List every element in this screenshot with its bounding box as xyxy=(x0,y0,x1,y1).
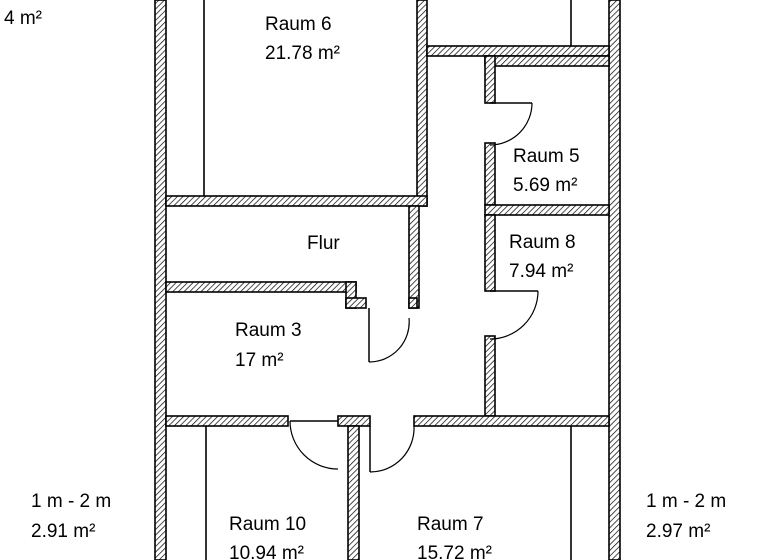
raum6-area: 21.78 m² xyxy=(265,43,340,64)
wall-flur-right-stub xyxy=(408,297,418,309)
wall-top-right-bottom xyxy=(426,45,610,57)
wall-raum10-raum7-divider xyxy=(347,425,360,560)
wall-raum3-bottom-right xyxy=(413,415,610,427)
right-area-label: 2.97 m² xyxy=(646,521,710,542)
wall-raum3-bottom-middle xyxy=(337,415,371,427)
wall-flur-bottom xyxy=(165,281,357,293)
wall-raum5-top xyxy=(484,55,610,67)
wall-raum5-left-upper xyxy=(484,55,496,104)
left-area-label: 2.91 m² xyxy=(31,521,95,542)
right-height-label: 1 m - 2 m xyxy=(646,491,726,512)
raum7-name: Raum 7 xyxy=(417,514,484,535)
walls xyxy=(154,0,621,560)
outer-wall-left xyxy=(154,0,167,560)
outer-wall-right xyxy=(608,0,621,560)
flur-name: Flur xyxy=(307,233,340,254)
raum5-name: Raum 5 xyxy=(513,146,580,167)
top-left-area-label: 4 m² xyxy=(4,8,42,29)
raum5-area: 5.69 m² xyxy=(513,175,577,196)
raum10-name: Raum 10 xyxy=(229,514,306,535)
raum8-area: 7.94 m² xyxy=(509,261,573,282)
raum3-name: Raum 3 xyxy=(235,320,302,341)
door-raum3 xyxy=(368,308,410,363)
wall-raum6-bottom xyxy=(165,195,428,207)
wall-raum8-left-lower xyxy=(484,335,496,417)
raum3-area: 17 m² xyxy=(235,350,284,371)
door-raum8 xyxy=(489,290,539,340)
raum7-area: 15.72 m² xyxy=(417,543,492,560)
wall-flur-right-post xyxy=(408,205,420,309)
wall-raum8-left-upper xyxy=(484,214,496,292)
wall-flur-notch-bottom xyxy=(345,297,367,309)
raum8-name: Raum 8 xyxy=(509,232,576,253)
wall-raum5-raum8-divider xyxy=(484,204,610,216)
raum10-area: 10.94 m² xyxy=(229,543,304,560)
wall-raum6-right xyxy=(416,0,428,207)
door-raum10 xyxy=(289,420,339,470)
wall-raum5-left-lower xyxy=(484,142,496,206)
door-raum5 xyxy=(489,102,533,146)
door-raum7 xyxy=(369,425,415,473)
left-height-label: 1 m - 2 m xyxy=(31,491,111,512)
raum6-name: Raum 6 xyxy=(265,14,332,35)
wall-raum3-bottom-left xyxy=(165,415,289,427)
